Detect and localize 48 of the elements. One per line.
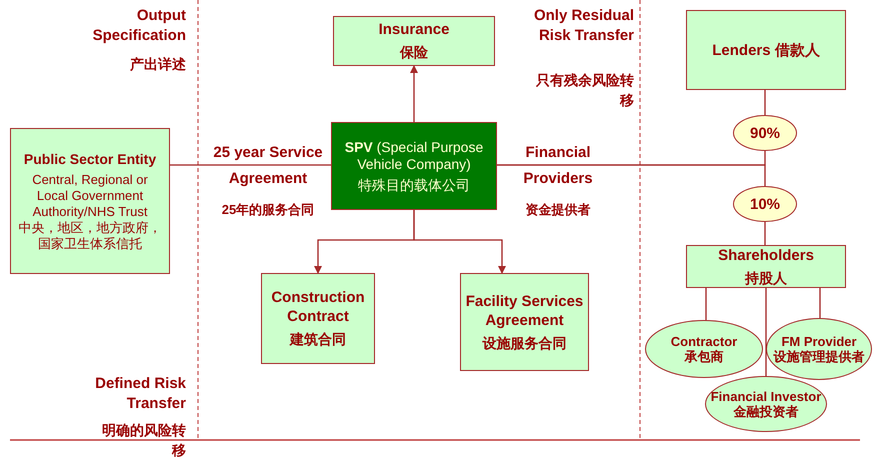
annotation-text: 明确的风险转移 — [101, 421, 186, 460]
annotation-text: 25 year Service Agreement — [212, 143, 324, 189]
connector-line — [170, 164, 331, 166]
node-body: 设施管理提供者 — [774, 349, 864, 364]
node-title: Facility Services Agreement — [465, 292, 584, 330]
node-title: Financial Investor — [710, 389, 822, 404]
node-title: Insurance — [378, 20, 450, 39]
node-body: 承包商 — [684, 349, 724, 364]
node-body: 保险 — [400, 43, 428, 62]
entity-box — [10, 128, 170, 274]
process-box — [686, 10, 846, 90]
node-body: 特殊目的载体公司 — [358, 176, 470, 194]
node-title: Contractor — [670, 334, 738, 349]
process-box — [686, 245, 846, 288]
node-title: Lenders 借款人 — [712, 40, 820, 60]
node-body: 持股人 — [745, 268, 787, 288]
node-title: 90% — [750, 124, 780, 142]
node-title: Construction Contract — [270, 288, 366, 326]
connector-line — [764, 222, 766, 245]
node-title: Shareholders — [718, 246, 814, 264]
annotation-text: Only Residual Risk Transfer — [532, 6, 634, 46]
connector-line — [819, 288, 821, 318]
node-body: 金融投资者 — [734, 404, 798, 419]
process-box — [333, 16, 495, 66]
annotation-text: 资金提供者 — [524, 201, 592, 219]
annotation-text: 只有残余风险转移 — [535, 71, 634, 110]
annotation-text: Output Specification — [92, 6, 186, 46]
node-title: Public Sector Entity — [24, 150, 156, 168]
process-box — [261, 273, 375, 364]
connector-line — [705, 288, 707, 320]
annotation-text: 25年的服务合同 — [220, 201, 316, 219]
node-body: 设施服务合同 — [482, 334, 566, 352]
annotation-text: Financial Providers — [522, 143, 594, 189]
connector-line — [765, 288, 767, 376]
connector-line — [764, 90, 766, 115]
node-body: Central, Regional or Local Government Authority/NHS Trust — [31, 172, 149, 220]
arrow — [413, 210, 506, 274]
node-subtitle: 中央，地区，地方政府，国家卫生体系信托 — [18, 220, 162, 252]
arrow — [410, 65, 418, 122]
process-box — [460, 273, 589, 371]
connector-line — [497, 164, 766, 186]
node-title: SPV (Special Purpose Vehicle Company) — [344, 138, 484, 172]
node-title: 10% — [750, 194, 780, 214]
node-body: 建筑合同 — [290, 330, 346, 349]
node-title: FM Provider — [781, 334, 857, 349]
annotation-text: 产出详述 — [129, 55, 186, 74]
annotation-text: Defined Risk Transfer — [94, 374, 186, 414]
spv-box — [331, 122, 497, 210]
